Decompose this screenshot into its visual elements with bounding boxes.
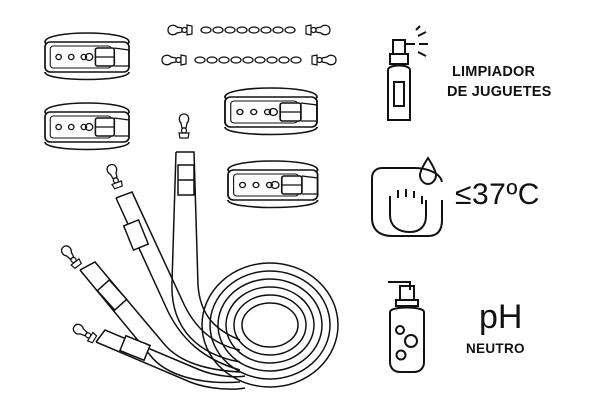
hand-washing-icon (371, 156, 443, 237)
cleaner-label-line1: LIMPIADOR (452, 64, 536, 80)
cuff-mid-right (227, 160, 319, 209)
cuff-mid-left (44, 102, 130, 151)
straps (58, 113, 339, 390)
cuff-top-left (44, 32, 130, 81)
short-chain (161, 24, 337, 66)
cleaner-label-line2: DE JUGUETES (447, 84, 552, 100)
temperature-label: ≤37ºC (455, 178, 540, 211)
soap-dispenser-icon (388, 281, 425, 373)
ph-subtitle: NEUTRO (466, 341, 525, 356)
ph-title: pH (479, 298, 523, 336)
spray-bottle-icon (387, 25, 428, 121)
cuff-top-right (224, 87, 318, 136)
